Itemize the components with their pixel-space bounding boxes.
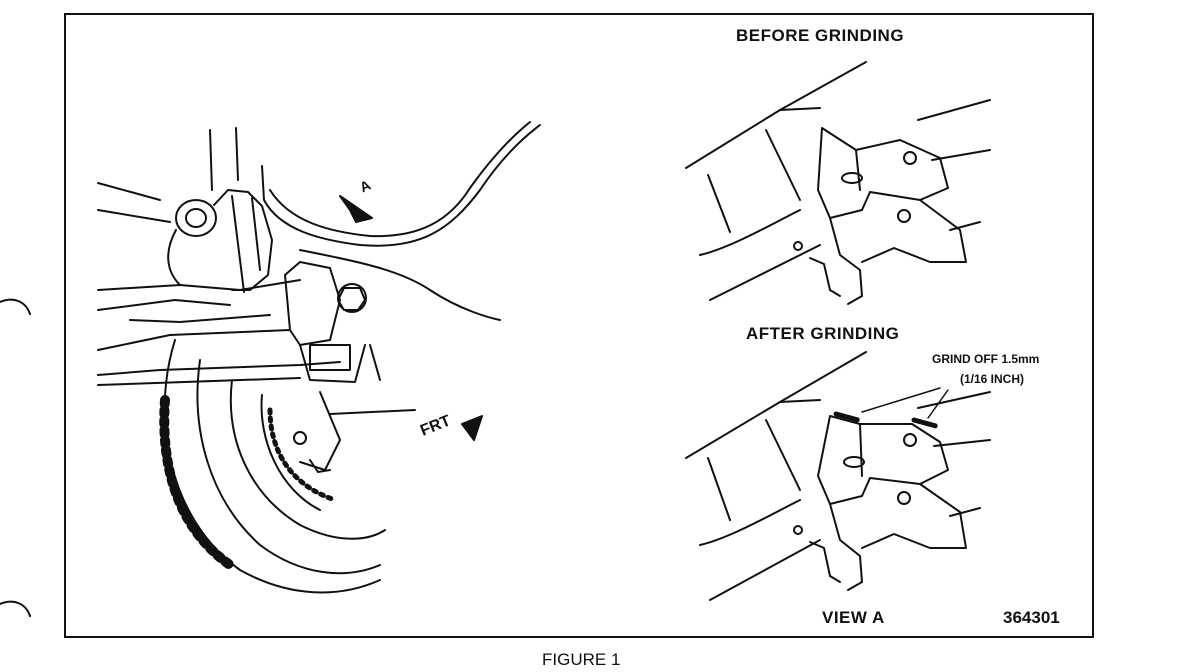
- view-a-label: VIEW A: [822, 608, 885, 627]
- view-a-arrow: [339, 195, 373, 223]
- front-arrow: [461, 415, 483, 441]
- before-grinding-label: BEFORE GRINDING: [736, 26, 905, 45]
- bracket-before-grinding: [685, 61, 991, 305]
- margin-mark-bottom: [0, 600, 31, 617]
- after-grinding-label: AFTER GRINDING: [746, 324, 900, 343]
- grind-off-label: GRIND OFF 1.5mm: [932, 352, 1040, 366]
- grind-off-inch-label: (1/16 INCH): [960, 372, 1025, 386]
- lower-control-arm: [97, 279, 341, 386]
- margin-mark-top: [0, 298, 31, 315]
- figure-id-number: 364301: [1003, 608, 1060, 627]
- bracket-assembly: [284, 261, 416, 473]
- figure-frame: [64, 13, 1094, 638]
- bracket-after-grinding: [685, 351, 991, 601]
- frame-rail: [97, 121, 541, 321]
- wheel-and-tire: [159, 339, 386, 594]
- figure-caption: FIGURE 1: [542, 650, 621, 669]
- bushing: [167, 189, 273, 293]
